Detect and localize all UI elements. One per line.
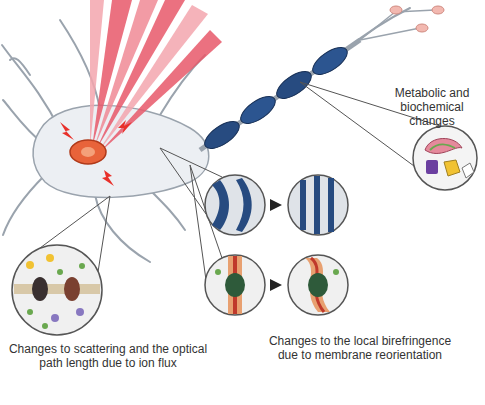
myelin-layer bbox=[236, 178, 252, 232]
terminal-branch bbox=[360, 28, 420, 40]
myelin-layer bbox=[300, 180, 306, 230]
dendrite bbox=[3, 175, 45, 235]
axon-terminals bbox=[360, 10, 435, 40]
ion-channel bbox=[32, 277, 48, 301]
ion bbox=[79, 263, 85, 269]
dendrites bbox=[2, 8, 410, 262]
nucleus bbox=[70, 140, 106, 164]
myelin-segment bbox=[236, 91, 279, 128]
bouton bbox=[390, 6, 402, 14]
synaptic-boutons bbox=[390, 6, 444, 32]
metabolic-inset bbox=[413, 126, 477, 190]
lightning-bolt bbox=[118, 120, 132, 134]
bouton bbox=[432, 6, 444, 14]
myelin-segment bbox=[308, 42, 351, 79]
cristae bbox=[430, 145, 455, 151]
mitochondrion bbox=[425, 138, 462, 153]
callout-label: Metabolic and biochemical changes bbox=[384, 86, 480, 128]
lightning-bolt bbox=[102, 170, 114, 186]
metabolite bbox=[444, 160, 460, 176]
callout-label: Changes to scattering and the optical pa… bbox=[8, 342, 208, 370]
stimulation-marks bbox=[60, 120, 132, 186]
ion-channel bbox=[308, 273, 328, 297]
dendrite bbox=[150, 190, 185, 230]
myelin-segment bbox=[200, 116, 243, 153]
ion bbox=[215, 269, 221, 275]
ion-channel bbox=[64, 277, 80, 301]
nucleolus bbox=[81, 147, 95, 157]
lightning-bolt bbox=[60, 122, 74, 140]
ion bbox=[57, 269, 63, 275]
myelin-layer bbox=[212, 180, 229, 230]
ion-channel bbox=[225, 273, 245, 297]
molecule bbox=[462, 163, 474, 178]
leader-line bbox=[190, 165, 206, 280]
inset-circle bbox=[205, 255, 265, 315]
ion-flux-inset bbox=[12, 245, 102, 335]
leader-line bbox=[98, 196, 110, 272]
myelin-layer bbox=[328, 178, 334, 232]
dendrite bbox=[95, 195, 150, 262]
change-arrow bbox=[270, 199, 282, 211]
dendrite bbox=[10, 58, 30, 75]
birefringence-inset bbox=[205, 175, 348, 235]
leader-line bbox=[160, 148, 206, 214]
ion bbox=[26, 261, 34, 269]
myelin-layer bbox=[314, 176, 320, 234]
laser-beam bbox=[98, 30, 222, 154]
bouton bbox=[416, 24, 428, 32]
vesicle bbox=[426, 160, 438, 174]
inset-circle bbox=[288, 255, 348, 315]
membrane bbox=[305, 258, 330, 312]
callout-label: Changes to the local birefringence due t… bbox=[262, 334, 458, 362]
ion bbox=[76, 308, 84, 316]
inset-circle bbox=[413, 126, 477, 190]
laser-beam bbox=[90, 0, 104, 148]
inset-circle bbox=[12, 245, 102, 335]
inset-circle bbox=[205, 175, 265, 235]
ion bbox=[51, 314, 59, 322]
laser-beam bbox=[98, 5, 208, 152]
inset-circle bbox=[288, 175, 348, 235]
leader-line bbox=[40, 196, 110, 248]
membrane bbox=[14, 284, 100, 294]
ion bbox=[333, 269, 339, 275]
membrane-inset bbox=[205, 255, 348, 315]
ion bbox=[46, 254, 54, 262]
myelin-sheath bbox=[200, 42, 351, 153]
ion bbox=[27, 309, 33, 315]
laser-beams bbox=[90, 0, 222, 154]
ion bbox=[42, 323, 48, 329]
leader-lines bbox=[40, 82, 440, 280]
change-arrow bbox=[270, 279, 282, 291]
